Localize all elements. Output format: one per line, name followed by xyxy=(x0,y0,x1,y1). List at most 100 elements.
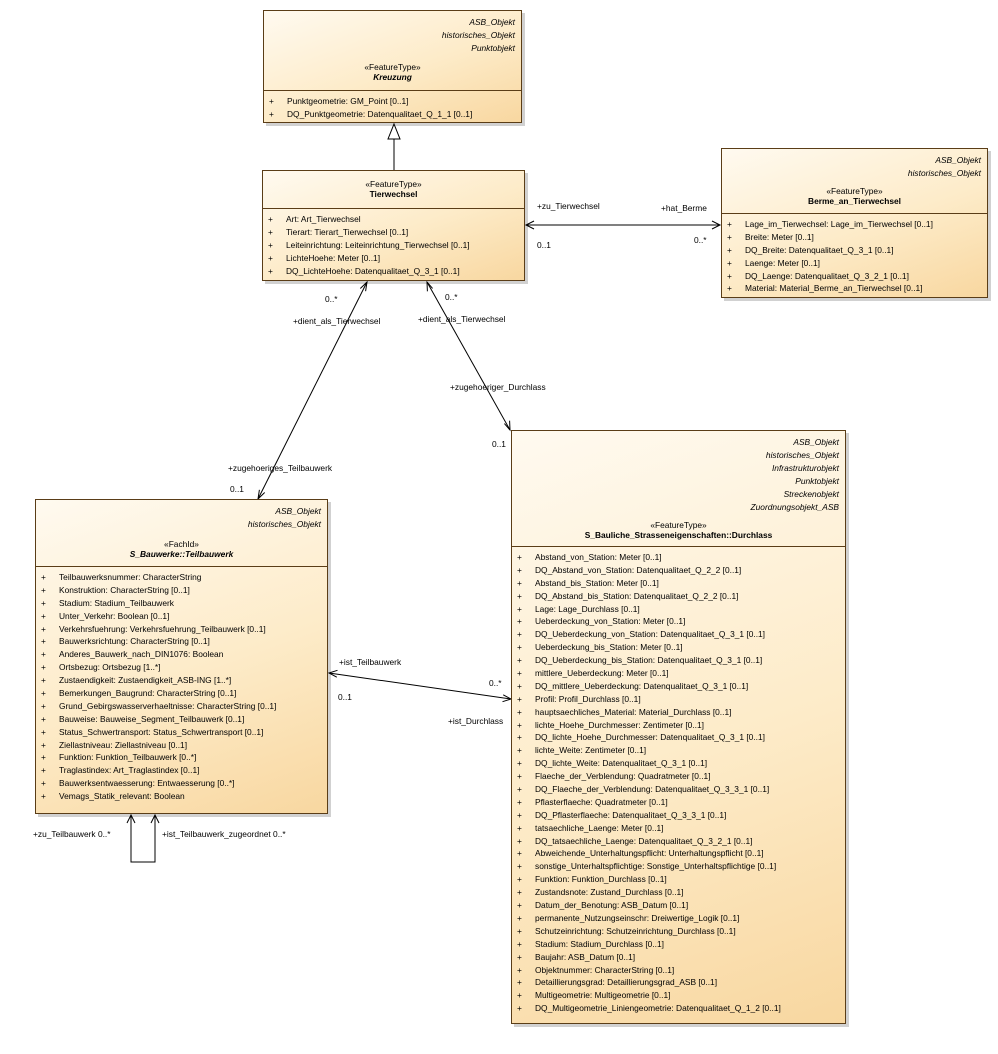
attribute[interactable]: +mittlere_Ueberdeckung: Meter [0..1] xyxy=(517,668,669,679)
class-teilbauwerk-stereotype: «FachId» xyxy=(164,539,199,549)
class-tierwechsel-name: Tierwechsel xyxy=(369,189,418,200)
attribute[interactable]: +DQ_mittlere_Ueberdeckung: Datenqualitae… xyxy=(517,680,749,691)
attribute[interactable]: +Flaeche_der_Verblendung: Quadratmeter [… xyxy=(517,771,711,782)
attribute[interactable]: +Bauweise: Bauweise_Segment_Teilbauwerk … xyxy=(41,713,245,724)
attribute[interactable]: +Datum_der_Benotung: ASB_Datum [0..1] xyxy=(517,900,689,911)
class-kreuzung[interactable]: ASB_Objekt historisches_Objekt Punktobje… xyxy=(263,10,522,123)
attribute[interactable]: +Konstruktion: CharacterString [0..1] xyxy=(41,584,190,595)
attribute[interactable]: +DQ_Breite: Datenqualitaet_Q_3_1 [0..1] xyxy=(727,244,894,255)
attribute[interactable]: +Baujahr: ASB_Datum [0..1] xyxy=(517,951,636,962)
attribute[interactable]: +Ortsbezug: Ortsbezug [1..*] xyxy=(41,662,161,673)
attribute[interactable]: +Profil: Profil_Durchlass [0..1] xyxy=(517,693,641,704)
attribute[interactable]: +Objektnummer: CharacterString [0..1] xyxy=(517,964,675,975)
attribute[interactable]: +Traglastindex: Art_Traglastindex [0..1] xyxy=(41,765,200,776)
attribute[interactable]: +hauptsaechliches_Material: Material_Dur… xyxy=(517,706,732,717)
attribute[interactable]: +Funktion: Funktion_Durchlass [0..1] xyxy=(517,874,667,885)
attribute[interactable]: +Stadium: Stadium_Durchlass [0..1] xyxy=(517,938,664,949)
association-tierwechsel-durchlass[interactable] xyxy=(426,280,511,432)
attribute[interactable]: +Laenge: Meter [0..1] xyxy=(727,257,820,268)
role-label-hat-berme: +hat_Berme xyxy=(661,203,707,213)
multiplicity-label: 0..1 xyxy=(230,484,244,494)
multiplicity-label: 0..1 xyxy=(338,692,352,702)
class-kreuzung-header: ASB_Objekt historisches_Objekt Punktobje… xyxy=(264,11,521,91)
class-kreuzung-stereotype: «FeatureType» xyxy=(364,62,421,72)
attribute[interactable]: +DQ_LichteHoehe: Datenqualitaet_Q_3_1 [0… xyxy=(268,265,460,276)
attribute[interactable]: +Detaillierungsgrad: Detaillierungsgrad_… xyxy=(517,977,718,988)
attribute[interactable]: +DQ_Flaeche_der_Verblendung: Datenqualit… xyxy=(517,784,770,795)
association-tierwechsel-berme[interactable] xyxy=(524,220,722,230)
attribute[interactable]: +Schutzeinrichtung: Schutzeinrichtung_Du… xyxy=(517,925,736,936)
attribute[interactable]: +DQ_Abstand_bis_Station: Datenqualitaet_… xyxy=(517,590,739,601)
attribute[interactable]: +lichte_Weite: Zentimeter [0..1] xyxy=(517,745,647,756)
tag: historisches_Objekt xyxy=(907,168,981,178)
class-durchlass[interactable]: ASB_Objekt historisches_Objekt Infrastru… xyxy=(511,430,846,1024)
association-teilbauwerk-self[interactable] xyxy=(126,813,160,863)
attribute[interactable]: +Lage_im_Tierwechsel: Lage_im_Tierwechse… xyxy=(727,219,933,229)
attribute[interactable]: +Zustaendigkeit: Zustaendigkeit_ASB-ING … xyxy=(41,675,232,686)
attribute[interactable]: +DQ_lichte_Hoehe_Durchmesser: Datenquali… xyxy=(517,732,765,743)
attribute[interactable]: +Ueberdeckung_bis_Station: Meter [0..1] xyxy=(517,642,683,653)
attribute[interactable]: +Bauwerksentwaesserung: Entwaesserung [0… xyxy=(41,778,235,789)
attribute[interactable]: +DQ_Multigeometrie_Liniengeometrie: Date… xyxy=(517,1003,781,1014)
attribute[interactable]: +Ziellastniveau: Ziellastniveau [0..1] xyxy=(41,739,188,750)
attribute[interactable]: +Abstand_bis_Station: Meter [0..1] xyxy=(517,577,659,588)
class-berme-tags: ASB_Objekt historisches_Objekt xyxy=(722,149,987,180)
attribute[interactable]: +Leiteinrichtung: Leiteinrichtung_Tierwe… xyxy=(268,239,470,250)
attribute[interactable]: +LichteHoehe: Meter [0..1] xyxy=(268,252,381,263)
attribute[interactable]: +Art: Art_Tierwechsel xyxy=(268,214,361,224)
class-teilbauwerk[interactable]: ASB_Objekt historisches_Objekt «FachId» … xyxy=(35,499,328,814)
attribute[interactable]: +Vemags_Statik_relevant: Boolean xyxy=(41,791,185,802)
attribute[interactable]: +Bauwerksrichtung: CharacterString [0..1… xyxy=(41,636,210,647)
multiplicity-label: 0..1 xyxy=(537,240,551,250)
attribute[interactable]: +DQ_Punktgeometrie: Datenqualitaet_Q_1_1… xyxy=(269,108,473,119)
generalization-tierwechsel-kreuzung[interactable] xyxy=(387,122,401,170)
attribute[interactable]: +Punktgeometrie: GM_Point [0..1] xyxy=(269,96,409,106)
attribute[interactable]: +lichte_Hoehe_Durchmesser: Zentimeter [0… xyxy=(517,719,704,730)
attribute[interactable]: +Status_Schwertransport: Status_Schwertr… xyxy=(41,726,264,737)
attribute[interactable]: +DQ_tatsaechliche_Laenge: Datenqualitaet… xyxy=(517,835,753,846)
role-label-zugehoeriges-teilbauwerk: +zugehoeriges_Teilbauwerk xyxy=(228,463,333,473)
role-label-ist-teilbauwerk: +ist_Teilbauwerk xyxy=(339,657,402,667)
attribute[interactable]: +DQ_Laenge: Datenqualitaet_Q_3_2_1 [0..1… xyxy=(727,270,909,281)
attribute[interactable]: +Grund_Gebirgswasserverhaeltnisse: Chara… xyxy=(41,700,277,711)
attribute[interactable]: +Lage: Lage_Durchlass [0..1] xyxy=(517,603,640,614)
attribute[interactable]: +permanente_Nutzungseinschr: Dreiwertige… xyxy=(517,912,740,923)
attribute[interactable]: +DQ_lichte_Weite: Datenqualitaet_Q_3_1 [… xyxy=(517,758,708,769)
attribute[interactable]: +Unter_Verkehr: Boolean [0..1] xyxy=(41,610,170,621)
attribute[interactable]: +DQ_Ueberdeckung_von_Station: Datenquali… xyxy=(517,629,766,640)
multiplicity-label: 0..1 xyxy=(492,439,506,449)
class-berme-an-tierwechsel[interactable]: ASB_Objekt historisches_Objekt «FeatureT… xyxy=(721,148,988,298)
role-label-zu-tierwechsel: +zu_Tierwechsel xyxy=(537,201,600,211)
attribute[interactable]: +Ueberdeckung_von_Station: Meter [0..1] xyxy=(517,616,686,627)
attribute[interactable]: +DQ_Abstand_von_Station: Datenqualitaet_… xyxy=(517,564,742,575)
class-tierwechsel-header: «FeatureType» Tierwechsel xyxy=(263,171,524,209)
attribute[interactable]: +Pflasterflaeche: Quadratmeter [0..1] xyxy=(517,796,668,807)
attribute[interactable]: +Material: Material_Berme_an_Tierwechsel… xyxy=(727,283,923,294)
role-label-dient-als-tierwechsel: +dient_als_Tierwechsel xyxy=(418,314,506,324)
attribute[interactable]: +Tierart: Tierart_Tierwechsel [0..1] xyxy=(268,226,409,237)
class-teilbauwerk-header: ASB_Objekt historisches_Objekt «FachId» … xyxy=(36,500,327,567)
attribute[interactable]: +tatsaechliche_Laenge: Meter [0..1] xyxy=(517,822,664,833)
attribute[interactable]: +Teilbauwerksnummer: CharacterString xyxy=(41,572,202,582)
class-berme-stereotype: «FeatureType» xyxy=(826,186,883,196)
attribute[interactable]: +Anderes_Bauwerk_nach_DIN1076: Boolean xyxy=(41,649,224,660)
attribute[interactable]: +Bemerkungen_Baugrund: CharacterString [… xyxy=(41,688,237,699)
role-label-dient-als-tierwechsel: +dient_als_Tierwechsel xyxy=(293,316,381,326)
class-tierwechsel[interactable]: «FeatureType» Tierwechsel +Art: Art_Tier… xyxy=(262,170,525,281)
class-kreuzung-name: Kreuzung xyxy=(373,72,412,83)
attribute[interactable]: +Multigeometrie: Multigeometrie [0..1] xyxy=(517,990,671,1001)
association-teilbauwerk-durchlass[interactable] xyxy=(327,669,513,703)
tag: Infrastrukturobjekt xyxy=(771,463,839,473)
attribute[interactable]: +DQ_Ueberdeckung_bis_Station: Datenquali… xyxy=(517,655,763,666)
attribute[interactable]: +Verkehrsfuehrung: Verkehrsfuehrung_Teil… xyxy=(41,623,266,634)
attribute[interactable]: +Abstand_von_Station: Meter [0..1] xyxy=(517,552,662,562)
attribute[interactable]: +sonstige_Unterhaltspflichtige: Sonstige… xyxy=(517,861,777,872)
attribute[interactable]: +Zustandsnote: Zustand_Durchlass [0..1] xyxy=(517,887,684,898)
attribute[interactable]: +DQ_Pflasterflaeche: Datenqualitaet_Q_3_… xyxy=(517,809,727,820)
attribute[interactable]: +Funktion: Funktion_Teilbauwerk [0..*] xyxy=(41,752,197,763)
attribute[interactable]: +Breite: Meter [0..1] xyxy=(727,231,814,242)
class-durchlass-tags: ASB_Objekt historisches_Objekt Infrastru… xyxy=(512,431,845,514)
attribute[interactable]: +Abweichende_Unterhaltungspflicht: Unter… xyxy=(517,848,764,859)
attribute[interactable]: +Stadium: Stadium_Teilbauwerk xyxy=(41,597,174,608)
